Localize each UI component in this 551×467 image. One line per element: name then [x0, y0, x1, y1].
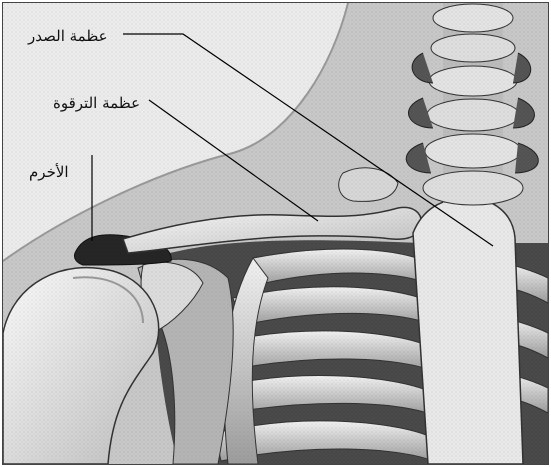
shoulder-anatomy-illustration	[3, 3, 548, 464]
halftone-texture	[3, 3, 548, 464]
label-acromion: الأخرم	[29, 165, 69, 180]
label-sternum: عظمة الصدر	[28, 29, 108, 44]
label-clavicle: عظمة الترقوة	[53, 96, 140, 111]
